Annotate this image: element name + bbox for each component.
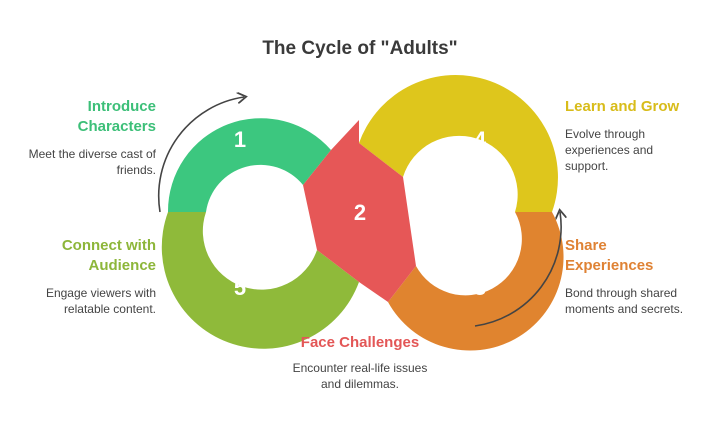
segment-3 — [388, 212, 564, 351]
step-5-desc-line: Engage viewers with — [45, 286, 156, 300]
step-2-description: Encounter real-life issues and dilemmas. — [260, 360, 460, 392]
step-2-title: Face Challenges — [260, 333, 460, 353]
step-5-title: Connect with Audience — [62, 236, 156, 276]
step-5-title-line: Connect with — [61, 237, 156, 254]
step-3-desc-line: Bond through shared — [565, 286, 678, 300]
step-4-desc-line: experiences and — [565, 143, 654, 157]
number-2: 2 — [354, 200, 366, 225]
number-1: 1 — [234, 127, 246, 152]
step-3-description: Bond through shared moments and secrets. — [565, 285, 683, 317]
step-1-description: Meet the diverse cast of friends. — [29, 146, 156, 178]
step-1-title-line: Characters — [77, 118, 156, 135]
step-3-desc-line: moments and secrets. — [565, 302, 684, 316]
arrow-left — [157, 97, 244, 213]
step-5-desc-line: relatable content. — [63, 302, 156, 316]
step-3-title: Share Experiences — [565, 236, 653, 276]
step-1-title-line: Introduce — [87, 98, 156, 115]
segment-4 — [359, 75, 558, 212]
step-4-title: Learn and Grow — [565, 97, 679, 117]
step-2-title-line: Face Challenges — [300, 334, 420, 351]
segment-1 — [167, 118, 331, 212]
number-4: 4 — [474, 127, 487, 152]
segment-2 — [303, 120, 416, 302]
arrow-right — [474, 212, 561, 327]
step-2-desc-line: Encounter real-life issues — [292, 361, 428, 375]
step-3-title-line: Experiences — [565, 257, 654, 274]
step-4-desc-line: Evolve through — [565, 127, 646, 141]
step-2-desc-line: and dilemmas. — [320, 377, 400, 391]
step-4-title-line: Learn and Grow — [565, 98, 680, 115]
step-1-desc-line: friends. — [116, 163, 156, 177]
number-5: 5 — [234, 275, 246, 300]
step-5-title-line: Audience — [88, 257, 156, 274]
segment-5 — [161, 212, 359, 349]
step-1-title: Introduce Characters — [78, 97, 156, 137]
step-4-description: Evolve through experiences and support. — [565, 126, 653, 174]
step-1-desc-line: Meet the diverse cast of — [28, 147, 156, 161]
step-5-description: Engage viewers with relatable content. — [46, 285, 156, 317]
page-title: The Cycle of "Adults" — [262, 38, 458, 59]
step-4-desc-line: support. — [565, 159, 609, 173]
step-3-title-line: Share — [565, 237, 607, 254]
number-3: 3 — [474, 275, 486, 300]
